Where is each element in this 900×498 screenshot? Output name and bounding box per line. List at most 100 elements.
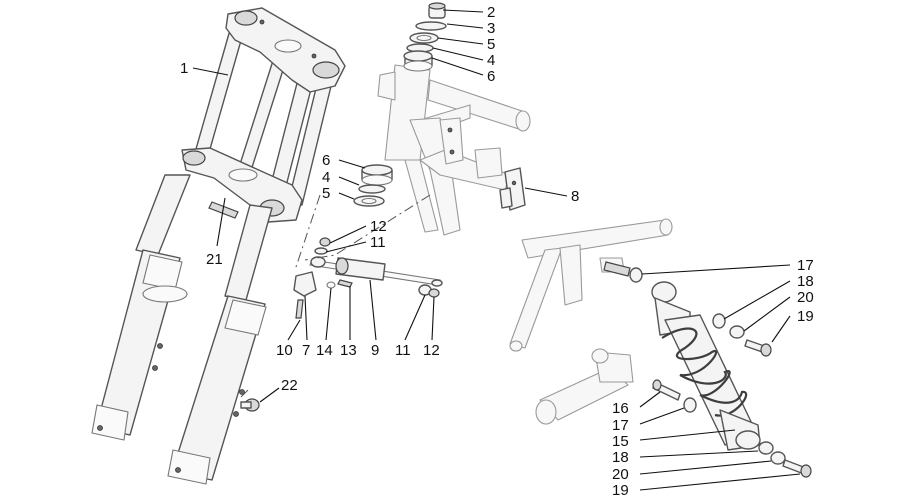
- shock-spacer-low-18: [758, 441, 774, 455]
- swingarm-end: [535, 399, 557, 425]
- frame-section: [377, 64, 673, 425]
- right-slider-hole: [239, 389, 245, 395]
- steering-damper-rod-end: [431, 279, 443, 287]
- shock-bush-top-17: [629, 267, 643, 283]
- callout-5-upper: 5: [487, 36, 495, 53]
- steering-head-upper-stack: [403, 2, 447, 72]
- front-fork-assembly: [91, 7, 346, 485]
- shock-top-mount-bolt-head: [603, 261, 631, 277]
- rear-subframe-foot: [509, 340, 523, 352]
- left-upper-tube: [135, 174, 191, 256]
- shock-washer-low-20: [770, 451, 786, 465]
- leader-lines: [192, 9, 801, 491]
- right-upper-tube: [224, 204, 273, 301]
- top-clamp-left-cap: [234, 10, 258, 26]
- frame-plate-hole: [449, 149, 455, 155]
- callout-17-top: 17: [797, 257, 814, 274]
- rear-shock-group: [603, 261, 812, 478]
- steering-damper-end-boss: [335, 257, 349, 275]
- rear-subframe-rail-end: [659, 218, 673, 236]
- callout-18-low: 18: [612, 449, 629, 466]
- steering-top-seal-bore: [416, 34, 432, 42]
- damper-bracket-7: [293, 271, 317, 297]
- frame-down-tube-right: [404, 159, 439, 233]
- right-fork-foot: [167, 449, 211, 485]
- shock-bolt-top-19: [760, 343, 772, 357]
- steering-top-cap-face: [428, 2, 446, 10]
- bottom-clamp-left-boss: [182, 150, 206, 166]
- callout-22: 22: [281, 377, 298, 394]
- shock-spacer-top-18: [712, 313, 726, 329]
- top-clamp-centre-boss: [274, 39, 302, 53]
- left-slider-hole: [152, 365, 158, 371]
- swingarm-pivot: [591, 348, 609, 364]
- callout-4-lower: 4: [322, 169, 330, 186]
- steering-low-bearing-base: [361, 174, 393, 186]
- callout-8: 8: [571, 188, 579, 205]
- fork-plug-22: [240, 398, 260, 412]
- callout-7: 7: [302, 342, 310, 359]
- left-foot-hole: [97, 425, 103, 431]
- callout-12-end: 12: [423, 342, 440, 359]
- left-slider-collar: [142, 254, 183, 291]
- callout-15: 15: [612, 433, 629, 450]
- callout-3: 3: [487, 20, 495, 37]
- left-slider-lug: [142, 285, 188, 303]
- steering-top-bearing-6: [403, 50, 433, 62]
- right-foot-hole: [175, 467, 181, 473]
- left-slider-hole: [157, 343, 163, 349]
- right-slider-hole: [233, 411, 239, 417]
- right-slider-collar: [224, 299, 267, 336]
- damper-washer-top-11: [314, 247, 328, 255]
- callout-10: 10: [276, 342, 293, 359]
- shock-bottom-eye: [735, 430, 761, 450]
- callout-21: 21: [206, 251, 223, 268]
- callout-6-upper: 6: [487, 68, 495, 85]
- steering-low-ring-4: [358, 184, 386, 194]
- frame-down-tube-left: [409, 117, 461, 236]
- assembly-line-plug: [239, 389, 249, 399]
- steering-top-bearing-base: [403, 60, 433, 72]
- callout-16: 16: [612, 400, 629, 417]
- bottom-clamp-stem-boss: [228, 168, 258, 182]
- damper-spacer-14: [326, 281, 336, 289]
- frame-top-tube-end: [515, 110, 531, 132]
- steering-low-seal-bore: [361, 197, 377, 205]
- callout-19-low: 19: [612, 482, 629, 498]
- callout-20-top: 20: [797, 289, 814, 306]
- rear-shock-mount-plate: [559, 244, 583, 306]
- assembly-lines: [239, 194, 431, 399]
- rear-subframe-strut: [509, 247, 563, 349]
- left-fork-foot: [91, 404, 129, 441]
- top-clamp-hole: [259, 19, 265, 25]
- callout-11-top: 11: [370, 234, 386, 251]
- steering-top-washer-3: [415, 21, 447, 31]
- callout-11-end: 11: [395, 342, 411, 359]
- callout-13: 13: [340, 342, 357, 359]
- steering-damper-eye: [310, 256, 326, 268]
- shock-bush-low-17: [683, 397, 697, 413]
- damper-bolt-13: [337, 279, 353, 288]
- callout-19-top: 19: [797, 308, 814, 325]
- shock-pin-low-head: [652, 379, 662, 391]
- damper-nut-top-12: [319, 237, 331, 247]
- callout-12-top: 12: [370, 218, 387, 235]
- assembly-line-bracket: [294, 194, 321, 271]
- steering-low-bearing-6: [361, 164, 393, 176]
- callout-14: 14: [316, 342, 333, 359]
- steering-damper-group: [293, 237, 443, 319]
- callout-labels: 1 2 3 5 4 6 6 4 5 8 12 11 21 10 7 14 13 …: [180, 4, 814, 498]
- shock-washer-top-20: [729, 325, 745, 339]
- top-clamp-hole: [311, 53, 317, 59]
- callout-9: 9: [371, 342, 379, 359]
- shock-bolt-low-19: [800, 464, 812, 478]
- shock-spring: [661, 327, 748, 417]
- callout-17-low: 17: [612, 417, 629, 434]
- frame-plate-hole: [447, 127, 453, 133]
- callout-6-lower: 6: [322, 152, 330, 169]
- right-lower-slider: [171, 295, 266, 481]
- damper-nut-end-12: [428, 288, 440, 298]
- callout-1: 1: [180, 60, 188, 77]
- damper-screw-10: [295, 299, 304, 319]
